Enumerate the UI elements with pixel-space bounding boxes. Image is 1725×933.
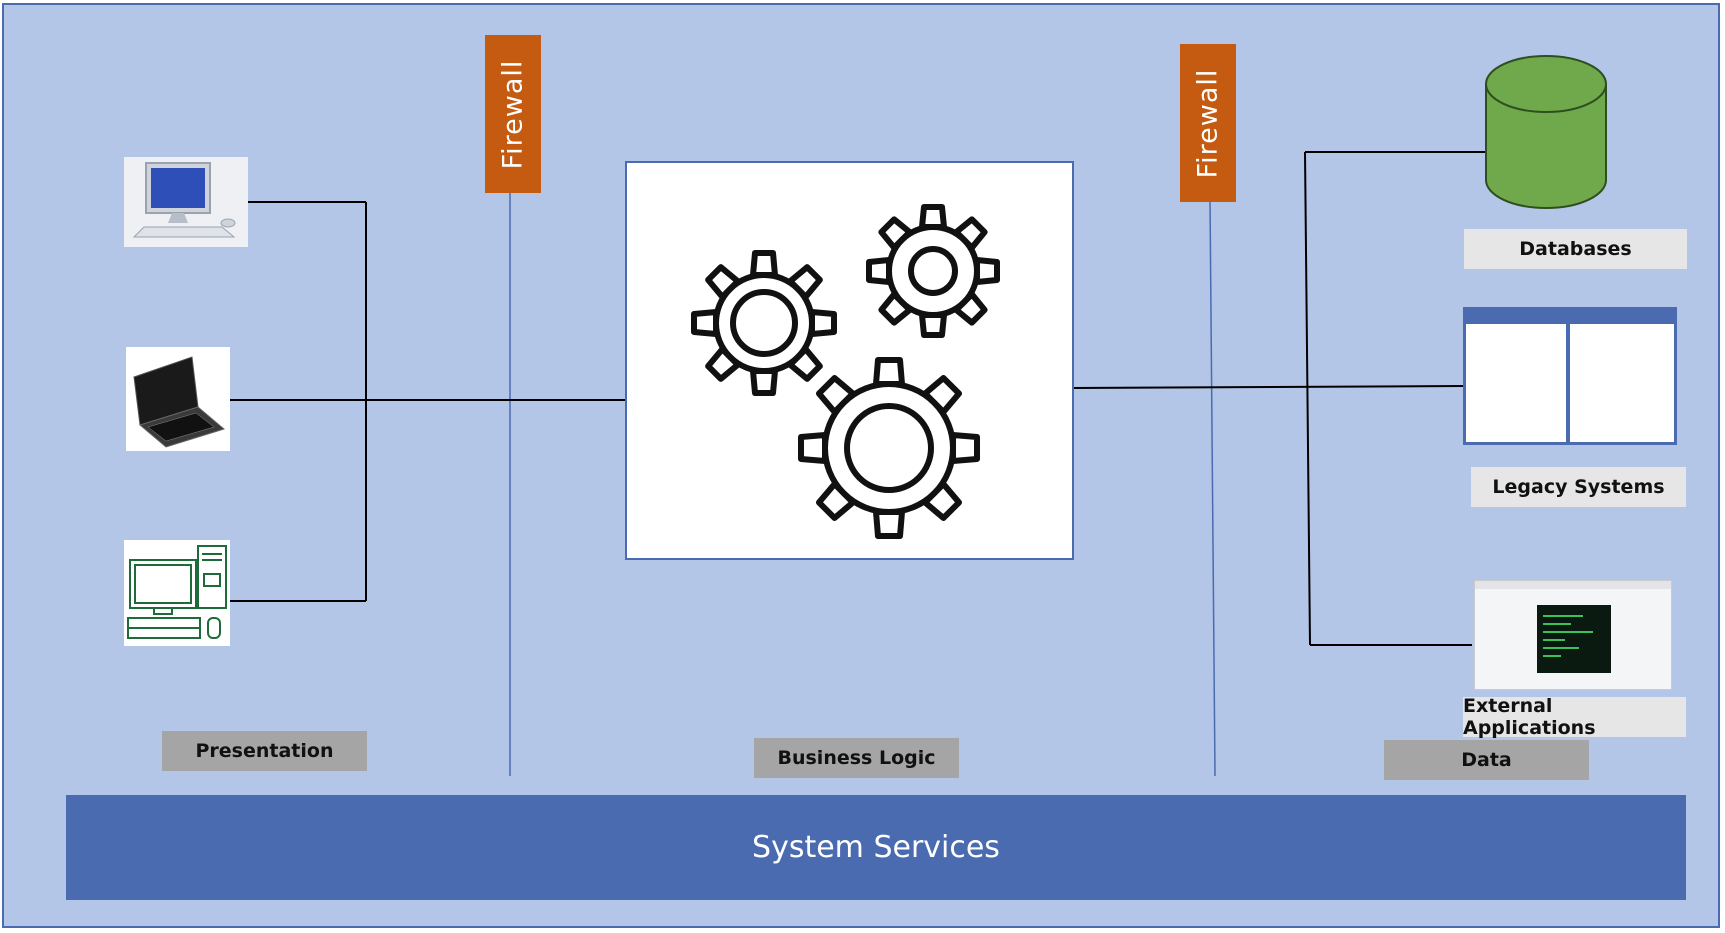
external-applications-label: External Applications [1463,695,1686,739]
laptop-icon [126,347,230,451]
external-app-screenshot-icon [1474,580,1672,690]
firewall-right: Firewall [1180,44,1236,202]
system-services-label: System Services [752,830,1000,865]
business-logic-label: Business Logic [754,738,959,778]
database-cylinder-icon [1484,54,1608,212]
firewall-left: Firewall [485,35,541,193]
desktop-monitor-icon [124,157,248,247]
workstation-icon [124,540,230,646]
system-services-bar: System Services [66,795,1686,900]
databases-label: Databases [1464,229,1687,269]
firewall-left-label: Firewall [497,59,529,169]
presentation-label: Presentation [162,731,367,771]
data-label: Data [1384,740,1589,780]
business-logic-box [625,161,1074,560]
legacy-window-icon [1463,307,1677,445]
gears-icon [691,204,1000,539]
firewall-right-label: Firewall [1192,68,1224,178]
legacy-systems-label: Legacy Systems [1471,467,1686,507]
